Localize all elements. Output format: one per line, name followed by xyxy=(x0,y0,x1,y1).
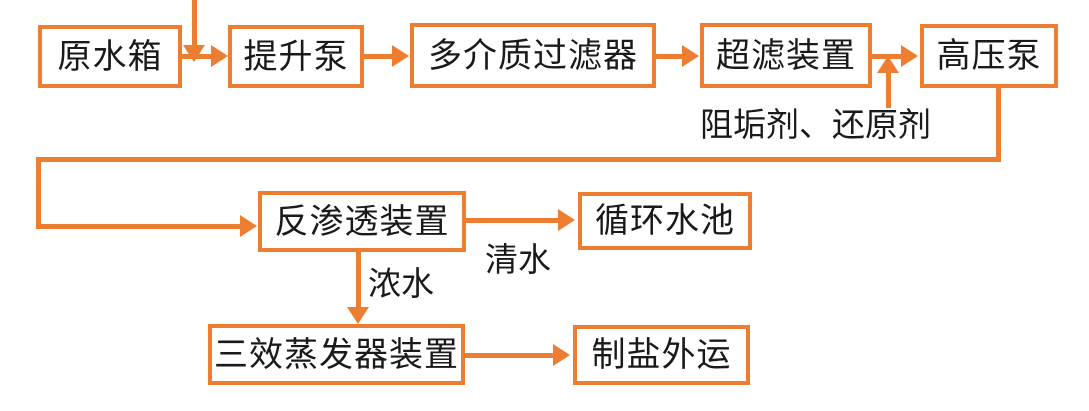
node-raw-water-tank[interactable]: 原水箱 xyxy=(38,25,182,88)
edge-ro-to-pool xyxy=(466,218,560,223)
node-multimedia-filter[interactable]: 多介质过滤器 xyxy=(410,23,656,88)
arrowhead-filter-to-ultrafiltration xyxy=(682,45,699,67)
edge-filter-to-ultrafiltration xyxy=(656,54,684,59)
arrowhead-ro-to-pool xyxy=(558,209,575,231)
node-label: 高压泵 xyxy=(936,36,1042,76)
arrowhead-lift-pump-to-filter xyxy=(392,45,409,67)
edge-into-reverse-osmosis xyxy=(36,224,244,229)
arrowhead-chemical-dosing xyxy=(877,56,899,73)
node-high-pressure-pump[interactable]: 高压泵 xyxy=(920,24,1058,88)
arrowhead-evaporator-to-salt xyxy=(553,344,570,366)
node-lift-pump[interactable]: 提升泵 xyxy=(228,25,364,88)
edge-label-chemical-dosing: 阻垢剂、还原剂 xyxy=(700,105,931,144)
edge-hp-pump-left-down xyxy=(36,157,41,229)
node-salt-transport[interactable]: 制盐外运 xyxy=(573,325,750,385)
node-reverse-osmosis[interactable]: 反渗透装置 xyxy=(258,191,466,252)
edge-label-concentrate: 浓水 xyxy=(368,264,434,303)
arrowhead-tank-to-lift-pump xyxy=(211,45,228,67)
edge-chemical-dosing xyxy=(886,72,891,108)
edge-hp-pump-down xyxy=(996,88,1001,162)
node-label: 原水箱 xyxy=(57,36,163,77)
edge-label-clean-water: 清水 xyxy=(485,240,551,279)
edge-hp-pump-left xyxy=(36,157,1001,162)
node-label: 多介质过滤器 xyxy=(428,35,638,76)
arrowhead-into-reverse-osmosis xyxy=(240,215,257,237)
edge-ro-to-evaporator xyxy=(356,252,361,310)
arrowhead-inlet-feed xyxy=(183,45,205,62)
node-label: 反渗透装置 xyxy=(274,201,450,242)
arrowhead-ultrafiltration-to-hp-pump xyxy=(901,45,918,67)
edge-evaporator-to-salt xyxy=(465,353,555,358)
node-label: 提升泵 xyxy=(243,36,349,77)
node-triple-effect-evaporator[interactable]: 三效蒸发器装置 xyxy=(208,324,465,385)
node-ultrafiltration[interactable]: 超滤装置 xyxy=(700,23,872,88)
node-label: 制盐外运 xyxy=(591,335,732,375)
edge-lift-pump-to-filter xyxy=(364,54,394,59)
node-label: 超滤装置 xyxy=(716,35,856,76)
edge-inlet-feed xyxy=(192,0,197,48)
arrowhead-ro-to-evaporator xyxy=(347,307,369,324)
node-label: 循环水池 xyxy=(595,201,735,241)
node-circulating-pool[interactable]: 循环水池 xyxy=(578,192,752,250)
node-label: 三效蒸发器装置 xyxy=(214,334,459,375)
